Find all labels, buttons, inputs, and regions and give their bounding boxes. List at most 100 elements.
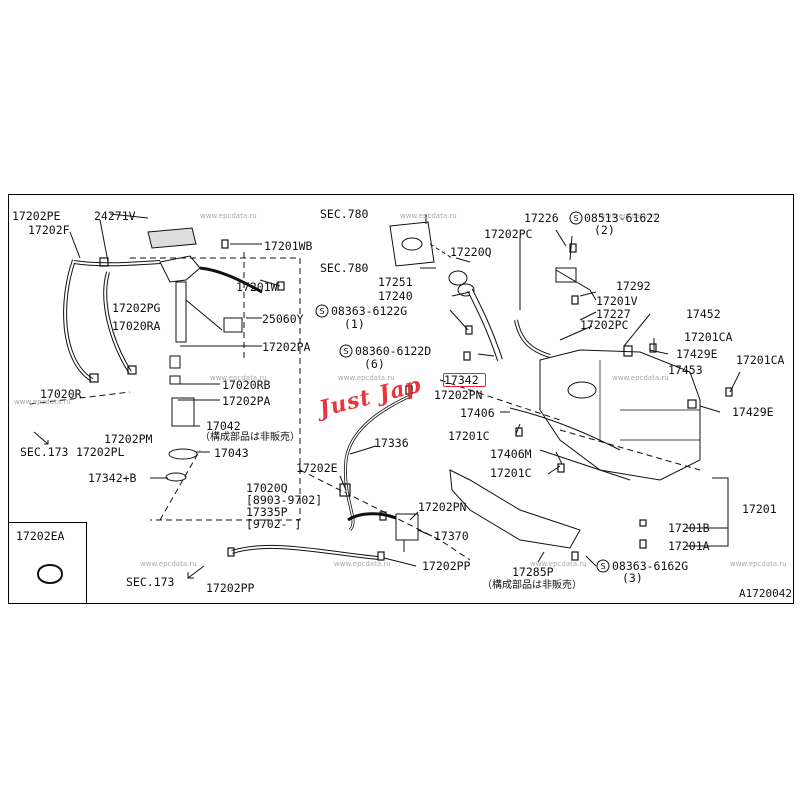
part-label[interactable]: 17020R [40,387,82,401]
part-label[interactable]: 17202PP [206,581,255,595]
part-label[interactable]: 17292 [616,279,651,293]
watermark: www.epcdata.ru [400,212,457,220]
svg-text:S: S [573,214,578,223]
clamp-17202ea [37,564,64,584]
pump-17042 [171,397,195,427]
part-label[interactable]: 08363-6122G [331,304,408,318]
part-label[interactable]: 17285P [512,565,554,579]
part-label[interactable]: 17429E [732,405,774,419]
connector-25060y [223,317,243,333]
part-label[interactable]: 17226 [524,211,559,225]
part-label[interactable]: 08513-61622 [584,211,661,225]
filter-17370 [395,513,419,541]
part-label[interactable]: 17202PM [104,432,153,446]
part-label[interactable]: 17202PN [418,500,467,514]
part-label[interactable]: 17042 [206,419,241,433]
part-label[interactable]: 17202E [296,461,338,475]
part-label[interactable]: 17201W [236,280,278,294]
watermark: www.epcdata.ru [140,560,197,568]
watermark: www.epcdata.ru [338,374,395,382]
section-link[interactable]: SEC.173 [126,575,175,589]
part-label[interactable]: 17336 [374,436,409,450]
strap-17406 [509,407,621,451]
section-link[interactable]: SEC.780 [320,261,369,275]
part-label[interactable]: 17251 [378,275,413,289]
part-label[interactable]: 17202PC [484,227,533,241]
svg-text:S: S [600,562,605,571]
part-label[interactable]: 17202PG [112,301,161,315]
quantity: (6) [364,357,385,371]
part-label[interactable]: 17335P [246,505,288,519]
svg-text:S: S [319,307,324,316]
part-label[interactable]: 17201V [596,294,638,308]
part-label[interactable]: 17201CA [684,330,733,344]
part-label[interactable]: 17202PL [76,445,125,459]
diagram-reference-code: A1720042 [739,587,792,600]
cover-24271v [147,227,197,249]
part-label[interactable]: 17202PE [12,209,61,223]
part-label[interactable]: 17429E [676,347,718,361]
part-label[interactable]: 17201WB [264,239,313,253]
part-label[interactable]: 17202PC [580,318,629,332]
part-label[interactable]: 17201C [448,429,490,443]
part-label[interactable]: 25060Y [262,312,304,326]
part-label[interactable]: 24271V [94,209,136,223]
section-link[interactable]: SEC.780 [320,207,369,221]
watermark: www.epcdata.ru [200,212,257,220]
part-label[interactable]: 17202EA [16,529,65,543]
part-label[interactable]: 17043 [214,446,249,460]
part-label[interactable]: 17020RA [112,319,161,333]
not-sold-note: （構成部品は非販売） [200,432,300,443]
line-17336 [343,394,411,532]
not-sold-note: （構成部品は非販売） [482,580,582,591]
protector-17285p [449,469,581,549]
part-label[interactable]: 17201CA [736,353,785,367]
part-label[interactable]: 17201 [742,502,777,516]
watermark: www.epcdata.ru [600,212,657,220]
quantity: (2) [594,223,615,237]
fuel-tank-17201 [539,349,701,481]
watermark: www.epcdata.ru [530,560,587,568]
part-label[interactable]: 17020RB [222,378,271,392]
part-label[interactable]: 17220Q [450,245,492,259]
diagram-frame [8,194,794,604]
date-range: [8903-9702] [246,493,323,507]
watermark: www.epcdata.ru [210,374,267,382]
part-label[interactable]: 17201B [668,521,710,535]
part-label[interactable]: 17370 [434,529,469,543]
part-label[interactable]: 17452 [686,307,721,321]
part-label[interactable]: 17202PN [434,388,483,402]
part-label[interactable]: 17453 [668,363,703,377]
part-label[interactable]: 17202PP [422,559,471,573]
part-label[interactable]: 17202PA [222,394,271,408]
part-label[interactable]: 17406M [490,447,532,461]
strap-17406m [539,449,631,481]
ring-17342 [165,472,187,482]
part-label[interactable]: 17240 [378,289,413,303]
quantity: (3) [622,571,643,585]
filler-door-sec780 [389,221,435,267]
part-label[interactable]: 17020Q [246,481,288,495]
part-label[interactable]: 17202F [28,223,70,237]
section-link[interactable]: SEC.173 [20,445,69,459]
quantity: (1) [344,317,365,331]
watermark: www.epcdata.ru [730,560,787,568]
inset-box-17202EA [8,522,87,604]
arrow-sec173-1 [33,431,49,445]
part-label[interactable]: 17406 [460,406,495,420]
part-label[interactable]: 17202PA [262,340,311,354]
part-label-highlighted[interactable]: 17342 [444,373,479,387]
part-label[interactable]: 17201A [668,539,710,553]
part-label[interactable]: 17227 [596,307,631,321]
part-label[interactable]: 17201C [490,466,532,480]
sender-unit [159,255,201,283]
watermark: www.epcdata.ru [612,374,669,382]
svg-text:S: S [343,347,348,356]
date-range: [9702- ] [246,517,302,531]
part-label[interactable]: 17342+B [88,471,137,485]
watermark: www.epcdata.ru [14,398,71,406]
part-label[interactable]: 08360-6122D [355,344,432,358]
bracket-17292 [555,267,577,283]
part-label[interactable]: 08363-6162G [612,559,689,573]
